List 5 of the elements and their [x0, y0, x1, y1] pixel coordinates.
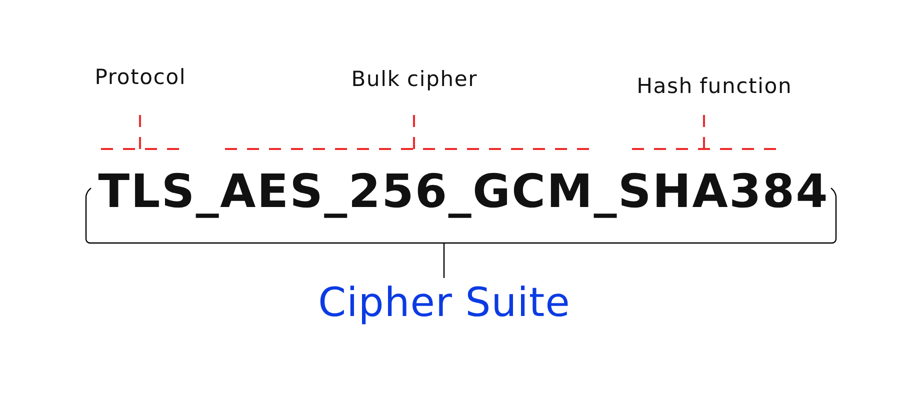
cipher-string: TLS_AES_256_GCM_SHA384 [98, 172, 826, 218]
annotation-label: Hash function [638, 77, 790, 94]
annotation-label: Bulk cipher [353, 70, 477, 90]
annotation-label: Protocol [96, 68, 184, 84]
bracket-label: Cipher Suite [320, 286, 568, 324]
